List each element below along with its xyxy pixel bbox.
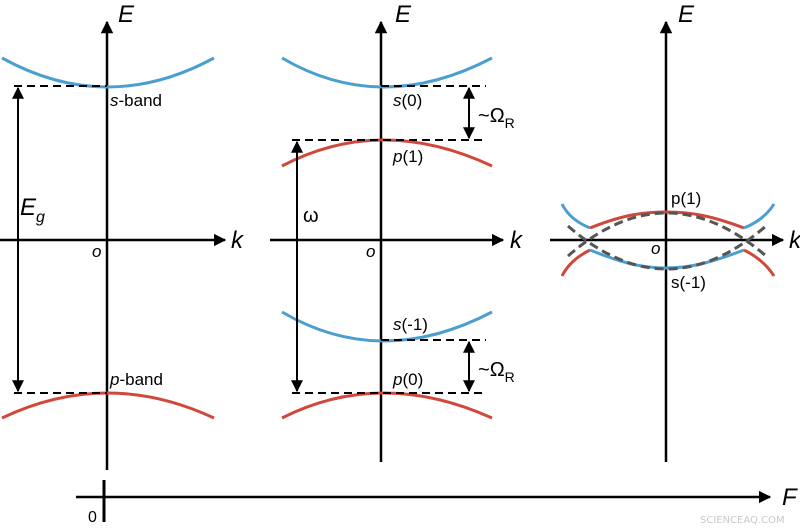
middle-sm1-label: s(-1) <box>393 315 428 334</box>
right-upper-left-blue <box>560 203 591 230</box>
middle-p0-label: p(0) <box>392 370 423 389</box>
right-panel: E k o p(1) s(-1) <box>550 1 800 462</box>
middle-energy-label: E <box>395 1 412 28</box>
right-energy-label: E <box>678 1 695 28</box>
right-lower-right-red <box>743 248 776 277</box>
middle-s0-label: s(0) <box>393 91 422 110</box>
right-dashed-p1-parabola <box>567 224 767 271</box>
middle-sm1-curve <box>281 310 493 343</box>
left-gap-label: Eg <box>20 194 45 226</box>
right-upper-right-blue <box>743 203 776 230</box>
left-s-band-curve <box>1 56 215 89</box>
left-panel: E k o Eg s-band p-band <box>0 1 245 470</box>
field-axis-label: F <box>782 484 798 511</box>
left-energy-label: E <box>118 1 135 28</box>
left-p-band-curve <box>1 391 215 420</box>
middle-s0-curve <box>281 56 493 89</box>
right-lower-blue-center <box>589 248 745 270</box>
middle-p0-curve <box>281 391 493 420</box>
middle-panel: E k o ω ~ΩR ~ΩR s(0) p(1) s(-1) p(0) <box>270 1 524 462</box>
right-dashed-sm1-parabola <box>567 211 767 258</box>
right-lower-left-red <box>560 248 591 277</box>
field-zero-label: 0 <box>88 509 97 526</box>
middle-rabi-lower-label: ~ΩR <box>478 359 515 385</box>
right-p1-label: p(1) <box>671 189 701 208</box>
field-axis: 0 F <box>76 480 798 526</box>
middle-p1-curve <box>281 138 493 168</box>
watermark: SCIENCEAQ.COM <box>700 515 785 526</box>
right-upper-red-center <box>589 210 745 230</box>
middle-k-label: k <box>510 227 524 254</box>
left-p-band-label: p-band <box>109 370 163 389</box>
right-origin-label: o <box>651 239 660 258</box>
middle-p1-label: p(1) <box>392 147 423 166</box>
left-origin-label: o <box>92 242 101 261</box>
left-k-label: k <box>231 227 245 254</box>
right-k-label: k <box>789 227 800 254</box>
right-sm1-label: s(-1) <box>671 273 706 292</box>
middle-origin-label: o <box>366 242 375 261</box>
middle-rabi-upper-label: ~ΩR <box>478 105 515 131</box>
middle-omega-label: ω <box>303 205 319 227</box>
left-s-band-label: s-band <box>110 91 162 110</box>
